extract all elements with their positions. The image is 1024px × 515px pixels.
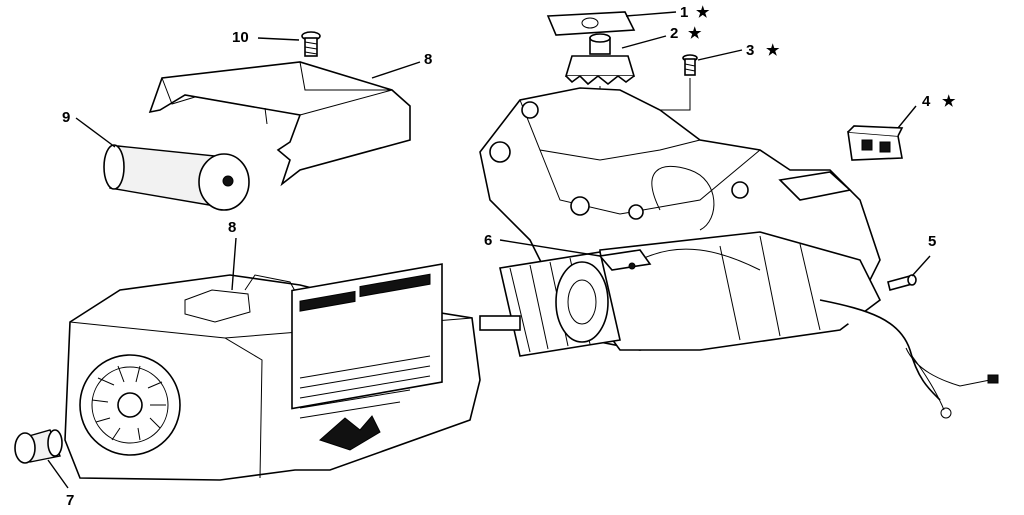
leader-8-bottom (231, 237, 237, 291)
leader-9 (75, 117, 116, 148)
callout-3-star: ★ (766, 42, 780, 59)
part-8-motor-housing (64, 263, 481, 481)
leader-10 (257, 37, 300, 41)
part-7-knob (14, 429, 63, 464)
callout-9: 9 (62, 109, 70, 126)
callout-4: 4 (922, 93, 931, 110)
part-2-gear (564, 33, 636, 86)
leader-8-top (371, 61, 421, 79)
leader-7 (47, 459, 69, 489)
leader-4 (897, 105, 917, 129)
leader-1 (625, 11, 677, 17)
part-5-screw (887, 274, 917, 291)
part-4-switch (847, 125, 904, 161)
callout-8-top: 8 (424, 51, 432, 68)
callout-2-star: ★ (688, 25, 702, 42)
callout-10: 10 (232, 29, 249, 46)
part-1-plate (546, 11, 636, 36)
callout-1: 1 (680, 4, 688, 21)
leader-2 (621, 35, 667, 49)
callout-6: 6 (484, 232, 492, 249)
main-motor-assembly (479, 87, 999, 419)
part-9-capacitor (103, 144, 250, 211)
callout-5: 5 (928, 233, 936, 250)
callout-1-star: ★ (696, 4, 710, 21)
leader-5 (911, 255, 931, 277)
part-3-screw (682, 54, 698, 76)
leader-3 (697, 49, 743, 61)
leader-6 (499, 239, 601, 257)
callout-4-star: ★ (942, 93, 956, 110)
callout-3: 3 (746, 42, 754, 59)
callout-7: 7 (66, 492, 74, 509)
part-6-brush-holder (598, 249, 652, 271)
part-10-screw (301, 31, 321, 57)
part-8-top-cover (148, 61, 411, 187)
callout-2: 2 (670, 25, 678, 42)
callout-8-bottom: 8 (228, 219, 236, 236)
